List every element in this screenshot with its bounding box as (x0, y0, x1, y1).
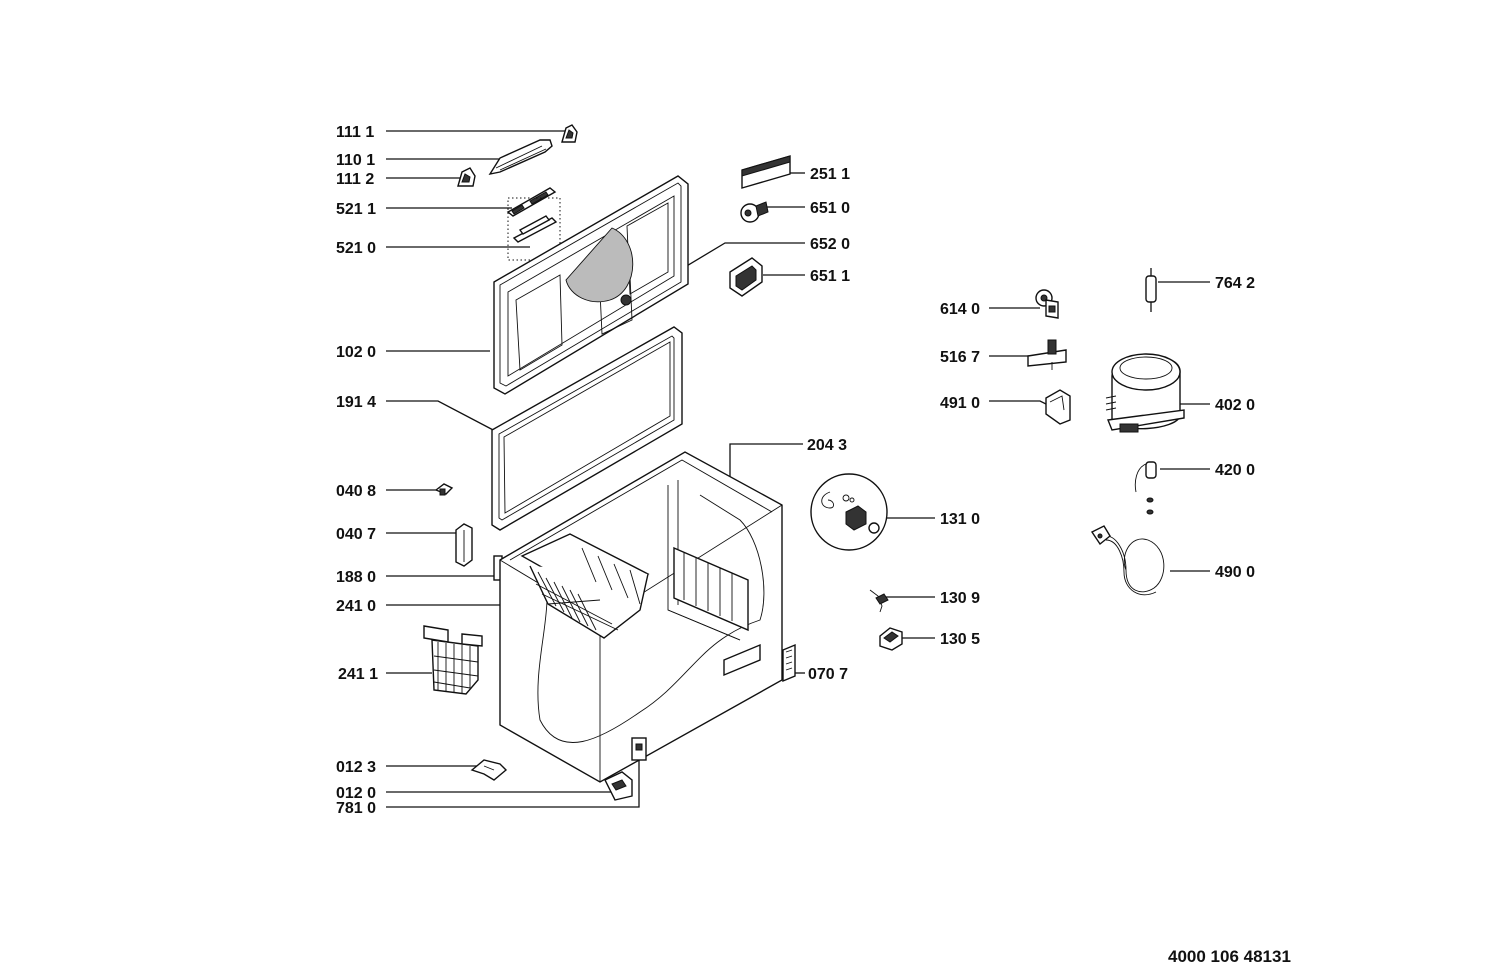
thermostat-detail-part (810, 473, 888, 551)
label-521-1: 521 1 (336, 201, 376, 218)
label-070-7: 070 7 (808, 666, 848, 683)
hinge-cap-left-part (457, 167, 476, 187)
label-764-2: 764 2 (1215, 275, 1255, 292)
lock-strip-part (506, 187, 557, 217)
label-111-2: 111 2 (336, 171, 374, 188)
lid-handle-part (488, 139, 553, 176)
lamp-housing-part (729, 257, 763, 297)
small-basket-part (423, 625, 483, 695)
label-651-0: 651 0 (810, 200, 850, 217)
label-040-8: 040 8 (336, 483, 376, 500)
label-040-7: 040 7 (336, 526, 376, 543)
label-012-0: 012 0 (336, 785, 376, 802)
thermostat-knob-part (869, 589, 889, 613)
label-204-3: 204 3 (807, 437, 847, 454)
terminal-cover-part (1045, 389, 1071, 425)
document-reference-number: 4000 106 48131 (1168, 947, 1291, 966)
label-241-0: 241 0 (336, 598, 376, 615)
vent-grille-part (782, 643, 796, 683)
label-130-9: 130 9 (940, 590, 980, 607)
label-614-0: 614 0 (940, 301, 980, 318)
part-labels: 111 1 110 1 111 2 521 1 521 0 102 0 191 … (336, 124, 1291, 966)
label-191-4: 191 4 (336, 394, 376, 411)
label-012-3: 012 3 (336, 759, 376, 776)
label-651-1: 651 1 (810, 268, 850, 285)
foot-clip-part (470, 759, 508, 781)
label-491-0: 491 0 (940, 395, 980, 412)
label-111-1: 111 1 (336, 124, 374, 141)
label-102-0: 102 0 (336, 344, 376, 361)
label-781-0: 781 0 (336, 800, 376, 817)
label-130-5: 130 5 (940, 631, 980, 648)
label-188-0: 188 0 (336, 569, 376, 586)
label-652-0: 652 0 (810, 236, 850, 253)
label-241-1: 241 1 (338, 666, 378, 683)
hinge-bracket-part (455, 523, 473, 567)
label-402-0: 402 0 (1215, 397, 1255, 414)
label-420-0: 420 0 (1215, 462, 1255, 479)
label-516-7: 516 7 (940, 349, 980, 366)
thermostat-cover-part (879, 627, 903, 651)
label-251-1: 251 1 (810, 166, 850, 183)
wire-basket-part (520, 533, 650, 639)
overload-protector-part (1027, 339, 1067, 370)
leader-lines (386, 130, 1210, 808)
compressor-part (1105, 353, 1185, 433)
freezer-lid-part (493, 175, 689, 395)
start-capacitor-part (1134, 461, 1157, 515)
label-521-0: 521 0 (336, 240, 376, 257)
label-110-1: 110 1 (336, 152, 375, 169)
label-131-0: 131 0 (940, 511, 980, 528)
clip-part (434, 483, 454, 496)
label-490-0: 490 0 (1215, 564, 1255, 581)
filter-pad-part (741, 155, 791, 189)
hinge-cap-right-part (561, 124, 578, 143)
lamp-bulb-part (740, 201, 769, 223)
power-cord-part (1090, 525, 1165, 596)
lid-gasket-part (491, 326, 683, 531)
relay-part (1035, 289, 1059, 319)
filter-drier-part (1145, 268, 1157, 312)
